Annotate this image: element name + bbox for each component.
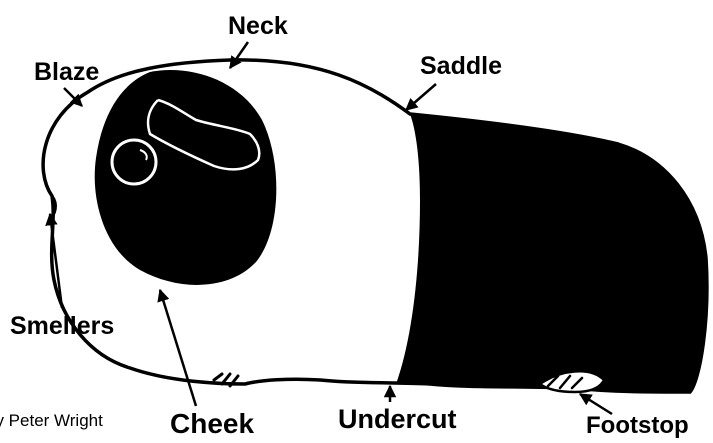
eye xyxy=(112,140,156,184)
undercut-label: Undercut xyxy=(338,406,457,433)
neck-label: Neck xyxy=(228,14,288,39)
cheek-label: Cheek xyxy=(170,410,254,438)
credit-text: by Peter Wright xyxy=(0,412,103,429)
footstop-label: Footstop xyxy=(586,414,689,438)
saddle-label: Saddle xyxy=(420,54,502,79)
blaze-label: Blaze xyxy=(34,60,99,85)
arrow-saddle xyxy=(406,84,436,110)
smellers-label: Smellers xyxy=(10,314,114,339)
saddle-patch xyxy=(396,114,707,392)
arrow-footstop xyxy=(580,394,612,414)
